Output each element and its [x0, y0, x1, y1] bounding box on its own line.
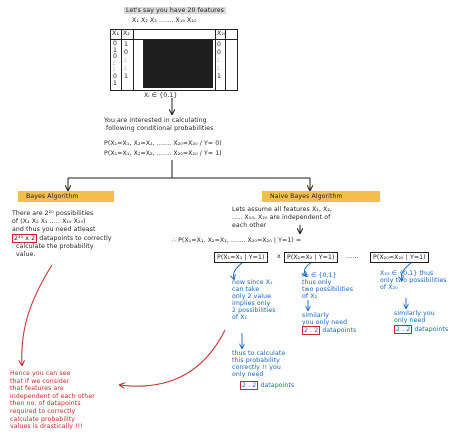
- bayes-red-arrow: [22, 264, 53, 365]
- bayes-line-1: There are 2²⁰ possibilities: [12, 210, 94, 217]
- bayes-heading-highlight: [18, 191, 114, 202]
- naive-term-3: P(X₂₀=X₂₀ | Y=1): [370, 252, 429, 264]
- note-1-tail: datapoints: [260, 382, 295, 389]
- interest-line-1: You are interested in calculating: [104, 117, 207, 124]
- naive-product: ∴ P(X₁=X₁, X₂=X₂, ....... X₂₀=X₂₀ | Y=1)…: [172, 237, 302, 244]
- bayes-line-4: datapoints to correctly: [39, 235, 112, 242]
- table-header-x20: X₂₀: [217, 30, 227, 37]
- note-3-tail: datapoints: [414, 326, 449, 333]
- term1-arrow: [233, 261, 244, 279]
- naive-line-3: each other: [232, 222, 267, 229]
- note-3-count-row: 2 . 2 datapoints: [394, 325, 449, 334]
- intro-line-2: X₁ X₂ X₃ ....... X₁₉ X₂₀: [132, 17, 197, 24]
- naive-line-2: ..... X₁₉, X₂₀ are independent of: [232, 214, 331, 221]
- bayes-heading: Bayes Algorithm: [26, 193, 79, 200]
- naive-line-1: Lets assume all features X₁, X₂,: [232, 206, 332, 213]
- bayes-boxed-count: 2²⁰ x 2: [12, 234, 38, 243]
- bayes-line-3: and thus you need atleast: [12, 226, 96, 233]
- note-1-count: 2 . 2: [240, 381, 259, 390]
- note-2-count: 2 . 2: [302, 326, 321, 335]
- prob-y0: P(X₁=X₁, X₂=X₂, ....... X₂₀=X₂₀ / Y= 0): [104, 140, 222, 147]
- domain-note: Xᵢ ∈ {0,1}: [144, 92, 178, 99]
- naive-heading-highlight: [262, 191, 380, 202]
- note-1-count-row: 2 . 2 datapoints: [240, 381, 295, 390]
- ellipsis: ......: [346, 253, 359, 260]
- naive-term-2: P(X₂=X₂ | Y=1): [284, 252, 338, 264]
- table-header-x1: X₁: [112, 30, 119, 37]
- note-3-count: 2 . 2: [394, 325, 413, 334]
- table-header-x2: X₂: [123, 30, 130, 37]
- bayes-line-6: value.: [16, 251, 36, 258]
- bayes-line-2: of (X₁ X₂ X₃ ..... X₁₉ X₂₀): [12, 218, 86, 225]
- feature-table: [110, 29, 238, 91]
- prob-y1: P(X₁=X₁, X₂=X₂, ....... X₂₀=X₂₀ / Y= 1): [104, 150, 222, 157]
- conclusion: Hence you can see that if we consider th…: [10, 370, 95, 431]
- term3-arrow: [402, 261, 413, 280]
- naive-term-1: P(X₁=X₁ | Y=1): [214, 252, 268, 264]
- bayes-line-4-row: 2²⁰ x 2 datapoints to correctly: [12, 234, 112, 243]
- note-2-count-row: 2 . 2 datapoints: [302, 326, 357, 335]
- intro-line-1: Let's say you have 20 features: [124, 7, 226, 15]
- interest-line-2: following conditional probabilities: [106, 125, 214, 132]
- times-1: x: [277, 253, 281, 260]
- naive-heading: Naive Bayes Algorithm: [270, 193, 343, 200]
- bayes-line-5: calculate the probability: [16, 243, 94, 250]
- naive-red-arrow: [120, 329, 226, 386]
- note-2-tail: datapoints: [322, 327, 357, 334]
